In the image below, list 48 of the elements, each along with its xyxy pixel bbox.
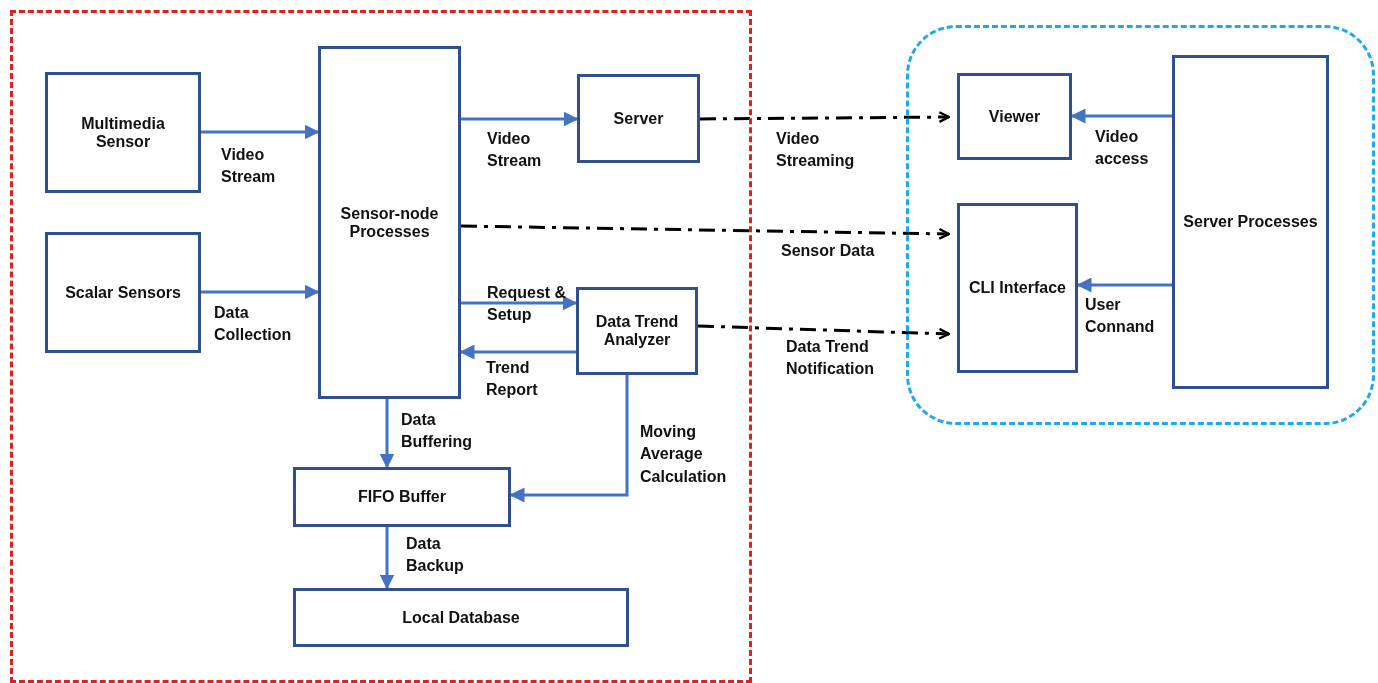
edge-label: Data Backup	[406, 534, 465, 577]
arrow	[461, 295, 578, 311]
arrow	[461, 111, 579, 127]
edge-label: Trend Report	[486, 358, 539, 401]
process-box	[293, 467, 511, 527]
arrow	[1070, 108, 1172, 124]
arrow	[379, 527, 395, 590]
arrow	[201, 124, 320, 140]
edge-label: Video Stream	[487, 129, 543, 172]
box-label: FIFO Buffer	[357, 488, 447, 506]
arrow	[697, 324, 951, 340]
process-box	[1172, 55, 1329, 389]
edge-label: User Connand	[1085, 295, 1156, 338]
box-label: Server Processes	[1182, 213, 1319, 231]
box-label: Sensor-node Processes	[339, 204, 440, 241]
arrow	[460, 224, 951, 240]
edge-label: Video access	[1095, 127, 1150, 170]
arrow	[1076, 277, 1172, 293]
edge-label: Video Stream	[221, 145, 277, 188]
arrow	[459, 344, 576, 360]
box-label: Local Database	[401, 608, 521, 627]
box-label: Multimedia Sensor	[80, 114, 166, 151]
dashed-group-frame	[906, 25, 1375, 425]
arrow	[700, 111, 951, 124]
process-box	[45, 72, 201, 193]
arrow	[201, 284, 320, 300]
edge-label: Data Trend Notification	[786, 337, 875, 380]
box-label: Server	[612, 109, 665, 128]
process-box	[957, 203, 1078, 373]
dashed-group-frame	[10, 10, 752, 683]
arrow	[379, 399, 395, 469]
process-box	[45, 232, 201, 353]
edge-label: Data Collection	[214, 303, 293, 346]
edge-label: Video Streaming	[776, 129, 856, 172]
box-label: Viewer	[987, 107, 1042, 126]
box-label: Scalar Sensors	[64, 283, 182, 302]
process-box	[293, 588, 629, 647]
box-label: CLI Interface	[968, 279, 1067, 297]
process-box	[576, 287, 698, 375]
process-box	[577, 74, 700, 163]
process-box	[957, 73, 1072, 160]
box-label: Data Trend Analyzer	[594, 313, 680, 349]
edge-label: Request & Setup	[487, 283, 567, 326]
edge-label: Moving Average Calculation	[640, 422, 728, 487]
edge-label: Sensor Data	[781, 241, 876, 261]
edge-label: Data Buffering	[401, 410, 474, 453]
process-box	[318, 46, 461, 399]
arrow	[509, 375, 629, 503]
